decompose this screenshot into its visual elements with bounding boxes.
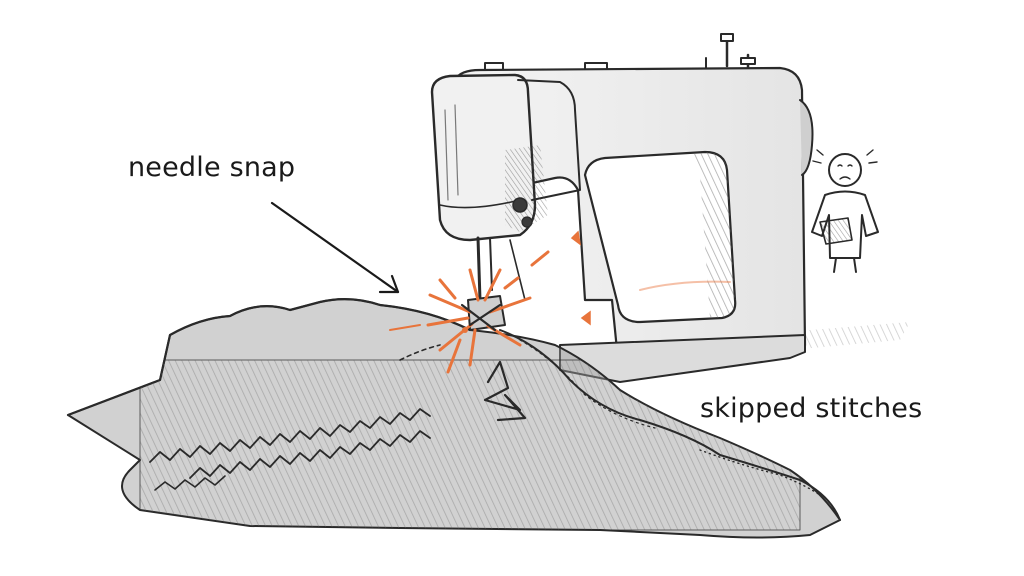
fabric-sheet <box>66 298 841 539</box>
sewing-machine <box>430 33 814 383</box>
stitch-row-3 <box>154 475 226 491</box>
person-fabric <box>819 217 853 245</box>
frustrated-person <box>811 149 879 273</box>
skipped-stitches-label: skipped stitches <box>700 393 923 424</box>
stitch-row-1 <box>149 408 431 463</box>
handwheel <box>799 99 814 176</box>
spool-cap-1 <box>720 33 734 42</box>
needle-snap-sparks <box>389 230 591 374</box>
needle-snap-label: needle snap <box>128 152 296 183</box>
stitch-row-2 <box>189 430 431 479</box>
needle-snap-arrow <box>270 201 400 294</box>
seam-ridge <box>499 329 841 521</box>
needle-bar <box>476 236 482 302</box>
skipped-stitch-mark <box>483 360 527 422</box>
spool-cap-2 <box>740 57 756 65</box>
tension-knob <box>512 197 528 213</box>
person-head <box>828 153 862 187</box>
